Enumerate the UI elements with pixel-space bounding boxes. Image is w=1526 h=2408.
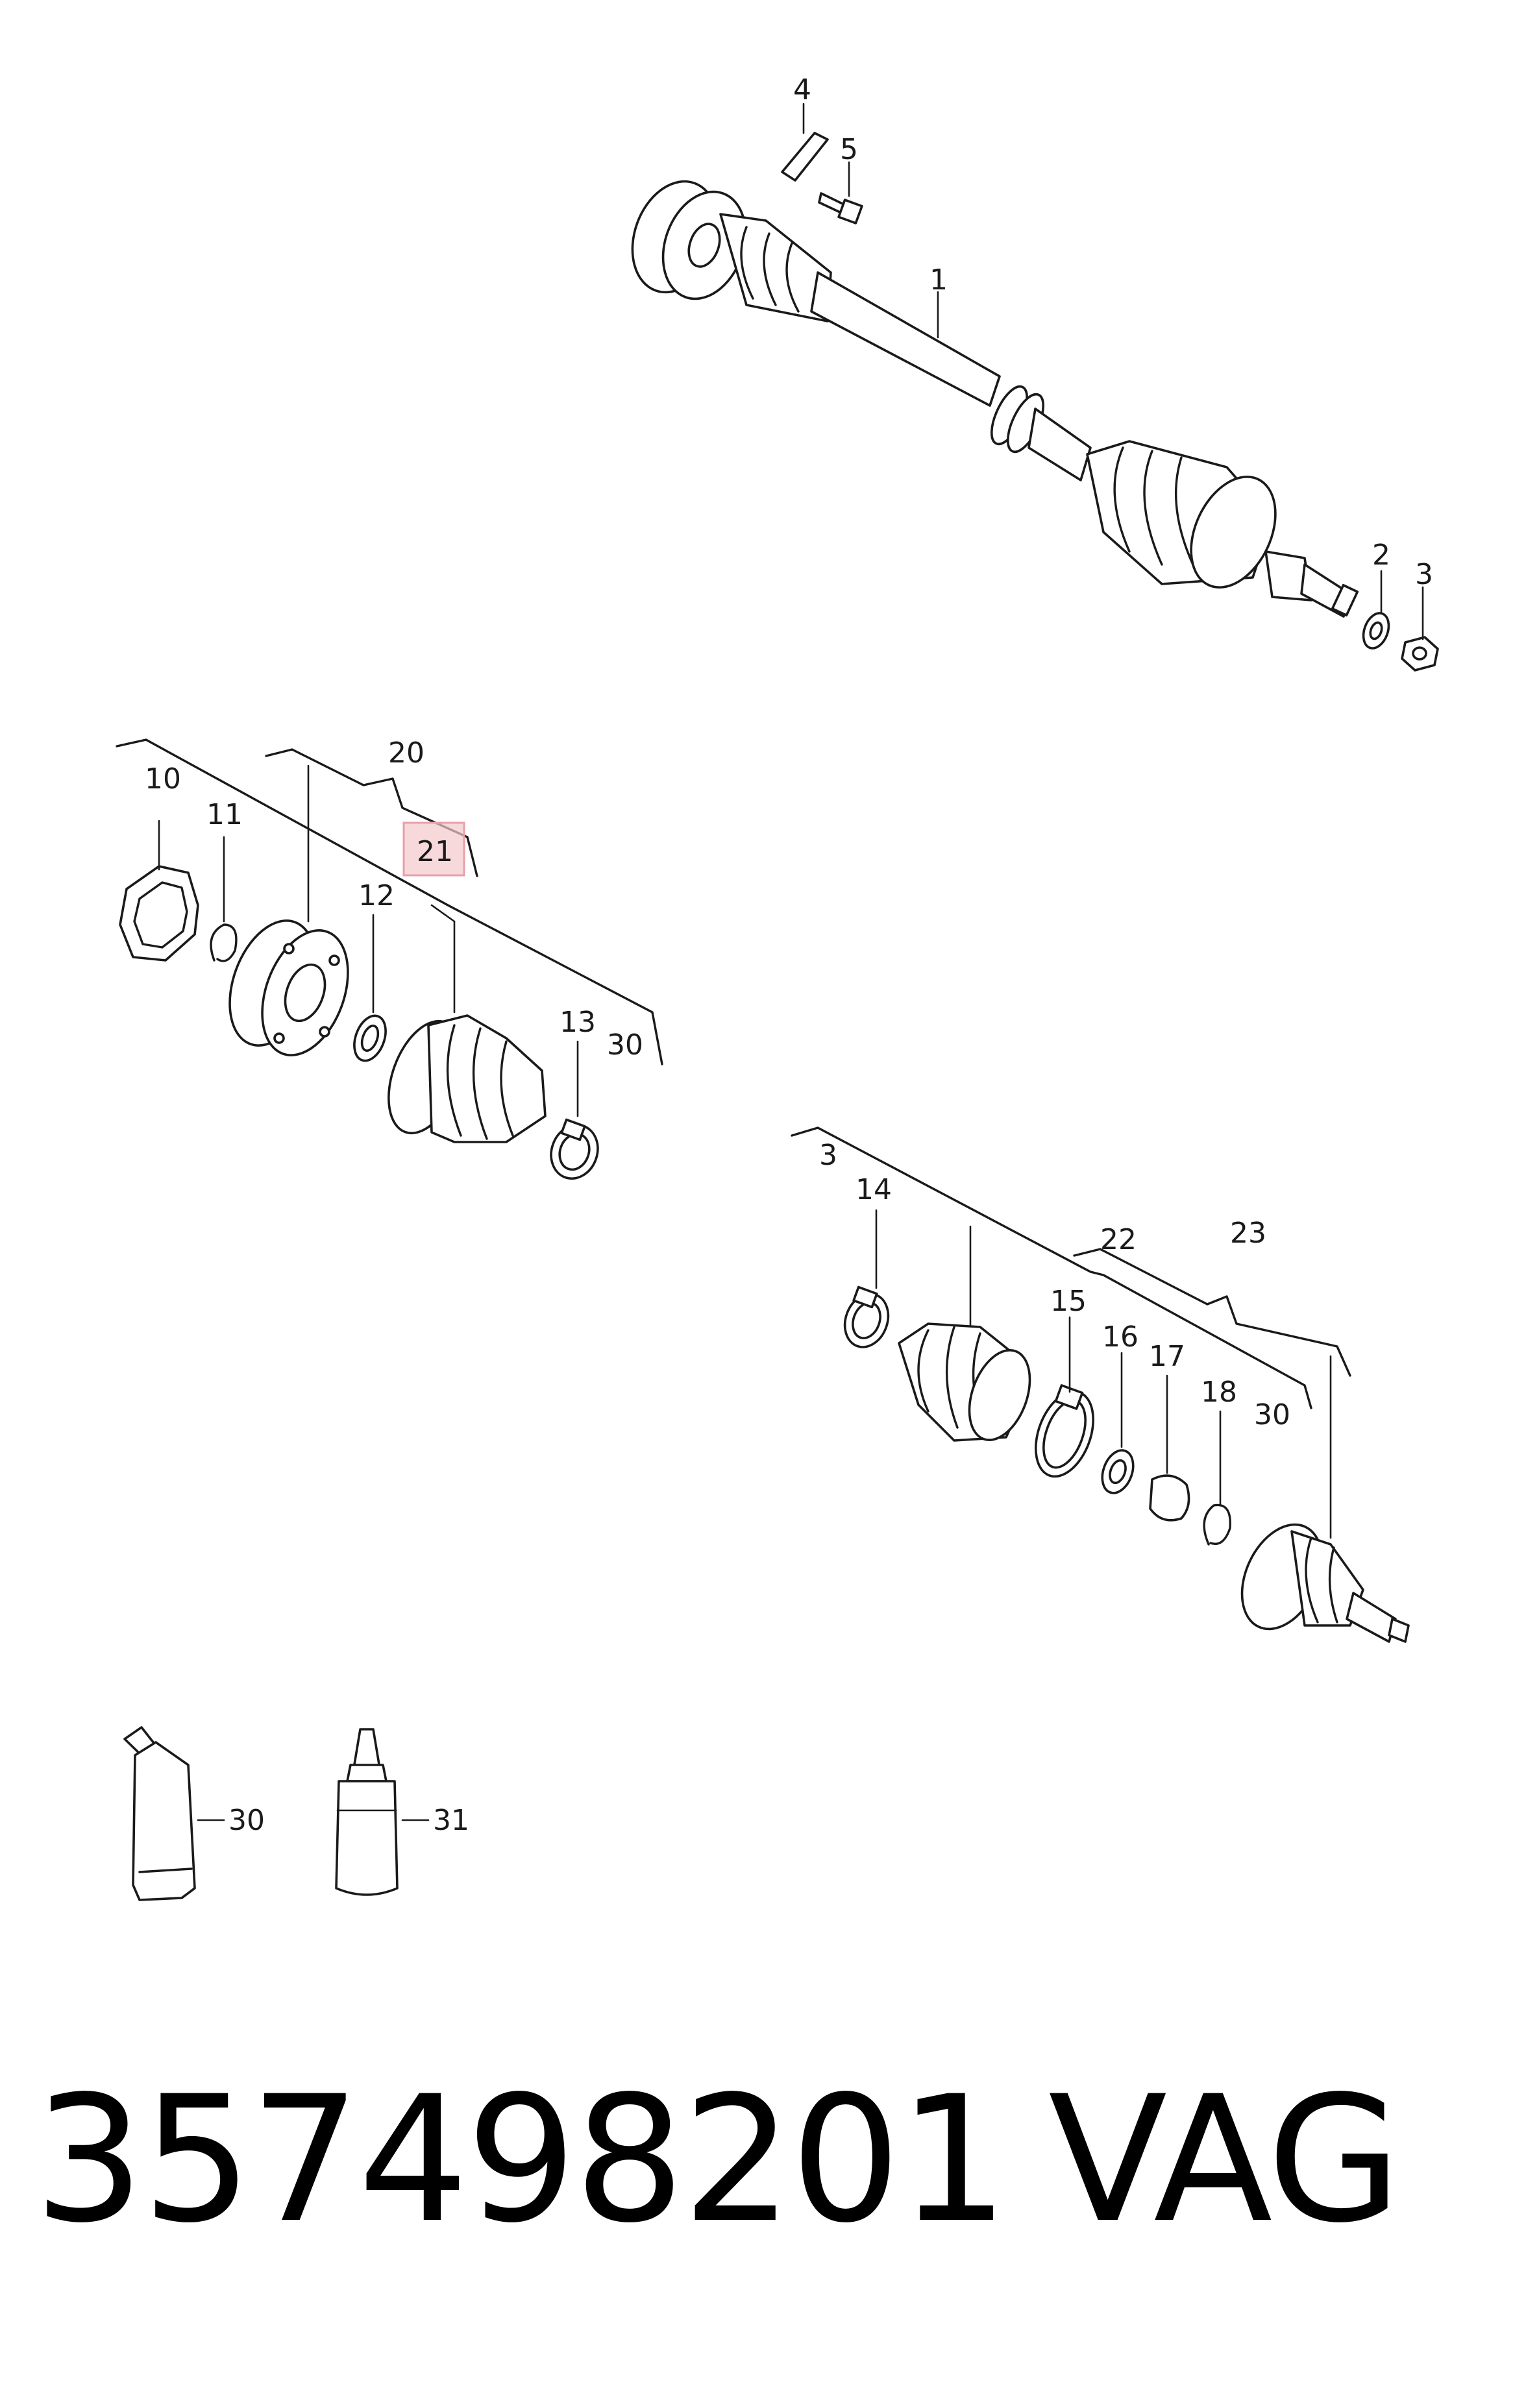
callout-31: 31 [433, 1804, 469, 1837]
callout-17: 17 [1149, 1340, 1185, 1373]
callout-2: 2 [1372, 539, 1390, 572]
callout-3: 3 [1415, 558, 1433, 591]
drive-shaft-assembly [631, 103, 1439, 672]
callout-15: 15 [1050, 1285, 1087, 1318]
inner-joint-kit [116, 738, 663, 1180]
callout-21: 21 [417, 835, 453, 868]
callout-10: 10 [145, 762, 181, 796]
callout-22: 22 [1100, 1223, 1137, 1256]
sealant-bottle [335, 1728, 430, 1896]
callout-12: 12 [358, 879, 395, 912]
callout-11: 11 [206, 798, 243, 831]
grease-tube [123, 1726, 225, 1901]
callout-21-highlight [402, 821, 465, 877]
part-number: 357498201 [34, 2059, 1009, 2261]
callout-14: 14 [855, 1173, 892, 1206]
outer-joint-kit [791, 1126, 1410, 1643]
callout-20: 20 [388, 736, 425, 770]
callout-13: 13 [560, 1006, 596, 1039]
callout-30c: 30 [228, 1804, 265, 1837]
callout-30b: 30 [1254, 1398, 1290, 1431]
callout-5: 5 [840, 133, 858, 166]
callout-30a: 30 [607, 1028, 643, 1062]
brand-name: VAG [1048, 2059, 1401, 2261]
callout-3b: 3 [819, 1139, 837, 1172]
callout-16: 16 [1102, 1320, 1138, 1354]
callout-4: 4 [793, 73, 811, 106]
callout-1: 1 [929, 263, 948, 297]
callout-18: 18 [1201, 1376, 1237, 1409]
callout-23: 23 [1230, 1217, 1266, 1250]
